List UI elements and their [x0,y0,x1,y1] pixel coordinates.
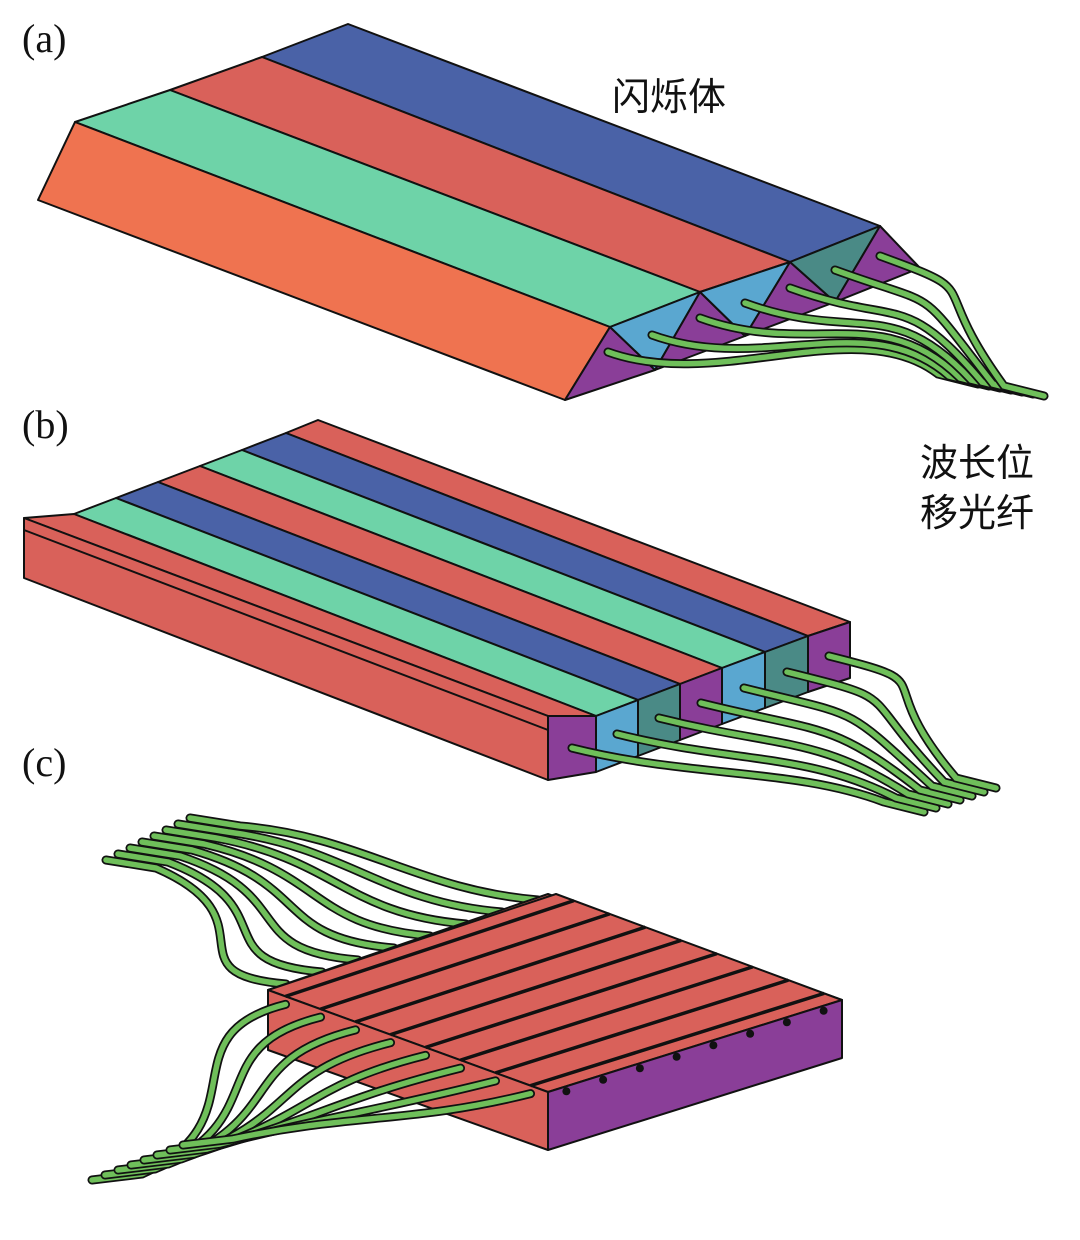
fiber-bundle-c-rear [101,813,543,989]
groove-2 [319,912,611,1011]
wls-fiber-b-6 [784,669,987,795]
panel-c: (c) [22,740,843,1185]
groove-4 [389,938,682,1037]
wls-fiber-b-1 [569,745,927,815]
wls-fiber-c-rear-3 [127,845,361,963]
wls-fiber-c-rear-5 [151,833,433,939]
scintillator-label: 闪烁体 [612,75,726,119]
wls-fiber-a-3 [697,315,1003,391]
groove-notch-2 [599,1075,608,1084]
groove-notch-3 [635,1064,644,1073]
wls-fiber-c-rear-7 [175,821,505,915]
groove-notch-8 [819,1006,828,1015]
wls-fiber-b-2 [614,731,939,811]
groove-notch-1 [562,1087,571,1096]
wls-fiber-label-line2: 移光纤 [920,491,1034,535]
wls-fiber-a-5 [787,285,1025,395]
panel-a-label: (a) [22,16,66,61]
wls-fiber-a-6 [832,267,1036,397]
panel-b-label: (b) [22,402,69,447]
panel-b: (b) [22,402,1001,817]
slab-grooves [284,898,828,1096]
wls-fiber-c-rear-4 [139,839,397,951]
wls-fiber-b-5 [741,685,975,799]
groove-notch-7 [782,1018,791,1027]
fiber-bundle-c-front [87,999,535,1185]
slab-side [547,999,843,1151]
panel-a: (a) [22,16,1049,401]
wls-fiber-a-7 [877,253,1047,399]
groove-notch-4 [672,1052,681,1061]
wls-fiber-a-4 [742,300,1014,393]
wls-fiber-label-line1: 波长位 [920,441,1034,485]
wls-fiber-b-3 [656,715,951,807]
wls-fiber-c-front-8 [180,1090,534,1148]
wls-fiber-a-1 [605,346,981,387]
groove-notch-6 [746,1029,755,1038]
wls-fiber-c-rear-2 [115,851,325,975]
fiber-bundle-a [603,251,1049,401]
groove-6 [459,965,754,1062]
wls-fiber-b-7 [826,653,999,791]
groove-notch-5 [709,1041,718,1050]
groove-8 [529,991,825,1088]
wls-fiber-a-2 [649,332,992,389]
wls-fiber-b-4 [698,700,963,803]
groove-3 [354,925,646,1024]
panel-c-label: (c) [22,740,66,785]
groove-1 [284,898,575,999]
wls-fiber-c-rear-8 [187,815,541,903]
groove-7 [494,978,789,1075]
wls-fiber-c-rear-1 [103,857,289,987]
groove-5 [424,951,718,1050]
fiber-bundle-b [567,651,1001,817]
wls-fiber-c-rear-6 [163,827,469,927]
